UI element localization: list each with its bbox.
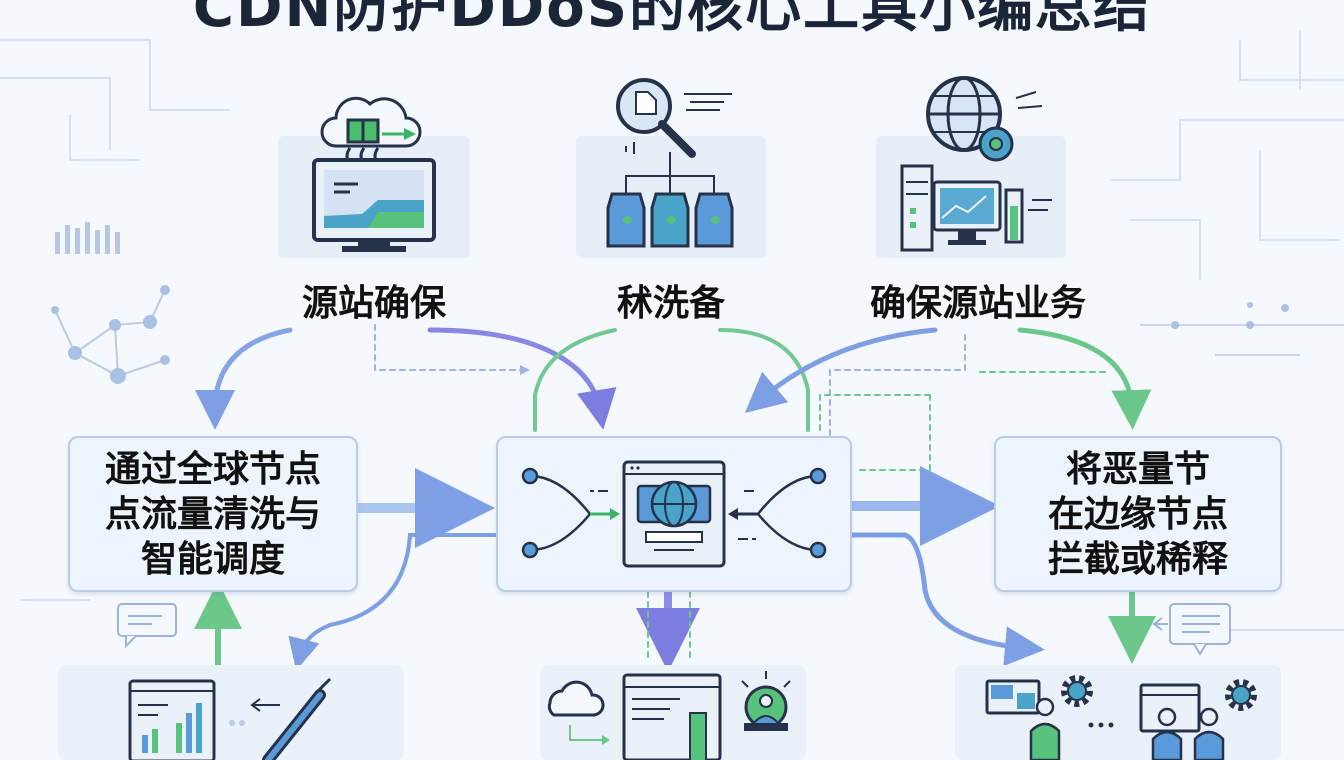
right-box-line-3: 拦截或稀释: [1047, 538, 1228, 580]
origin-label: 源站确保: [301, 283, 446, 324]
origin-icon-card: [278, 96, 470, 258]
analytics-tools-icon: [128, 677, 332, 760]
cloud-to-monitor-icon: [312, 96, 436, 252]
business-icon-card: [876, 76, 1066, 258]
right-box-line-1: 将恶量节: [1065, 448, 1210, 490]
right-box-line-2: 在边缘节点: [1047, 493, 1228, 535]
cloud-dashboard-alert-icon: [547, 671, 791, 760]
users-gears-icon: [985, 675, 1257, 760]
scrubbing-label: 秫洗备: [616, 283, 725, 324]
bottom-left-card: [58, 665, 404, 760]
left-box-line-2: 点流量清洗与: [104, 493, 321, 535]
global-scrubbing-box: 通过全球节点 点流量清洗与 智能调度: [68, 436, 358, 592]
bottom-right-card: [955, 665, 1281, 760]
traffic-hub-box: [496, 436, 852, 592]
business-label: 确保源站业务: [869, 283, 1086, 324]
bottom-center-card: [540, 665, 806, 760]
left-box-line-1: 通过全球节点: [104, 448, 321, 490]
chat-bubble-icon: [117, 603, 177, 649]
traffic-routing-hub-icon: [521, 460, 827, 568]
magnifier-filters-icon: [606, 78, 734, 248]
globe-server-icon: [900, 76, 1052, 252]
left-box-line-3: 智能调度: [140, 538, 285, 580]
scrubbing-icon-card: [576, 78, 766, 258]
edge-blocking-box: 将恶量节 在边缘节点 拦截或稀释: [994, 436, 1282, 592]
notes-icon: [1152, 603, 1231, 656]
page-title: CDN防护DDoS的核心工具小编总结: [192, 0, 1152, 40]
